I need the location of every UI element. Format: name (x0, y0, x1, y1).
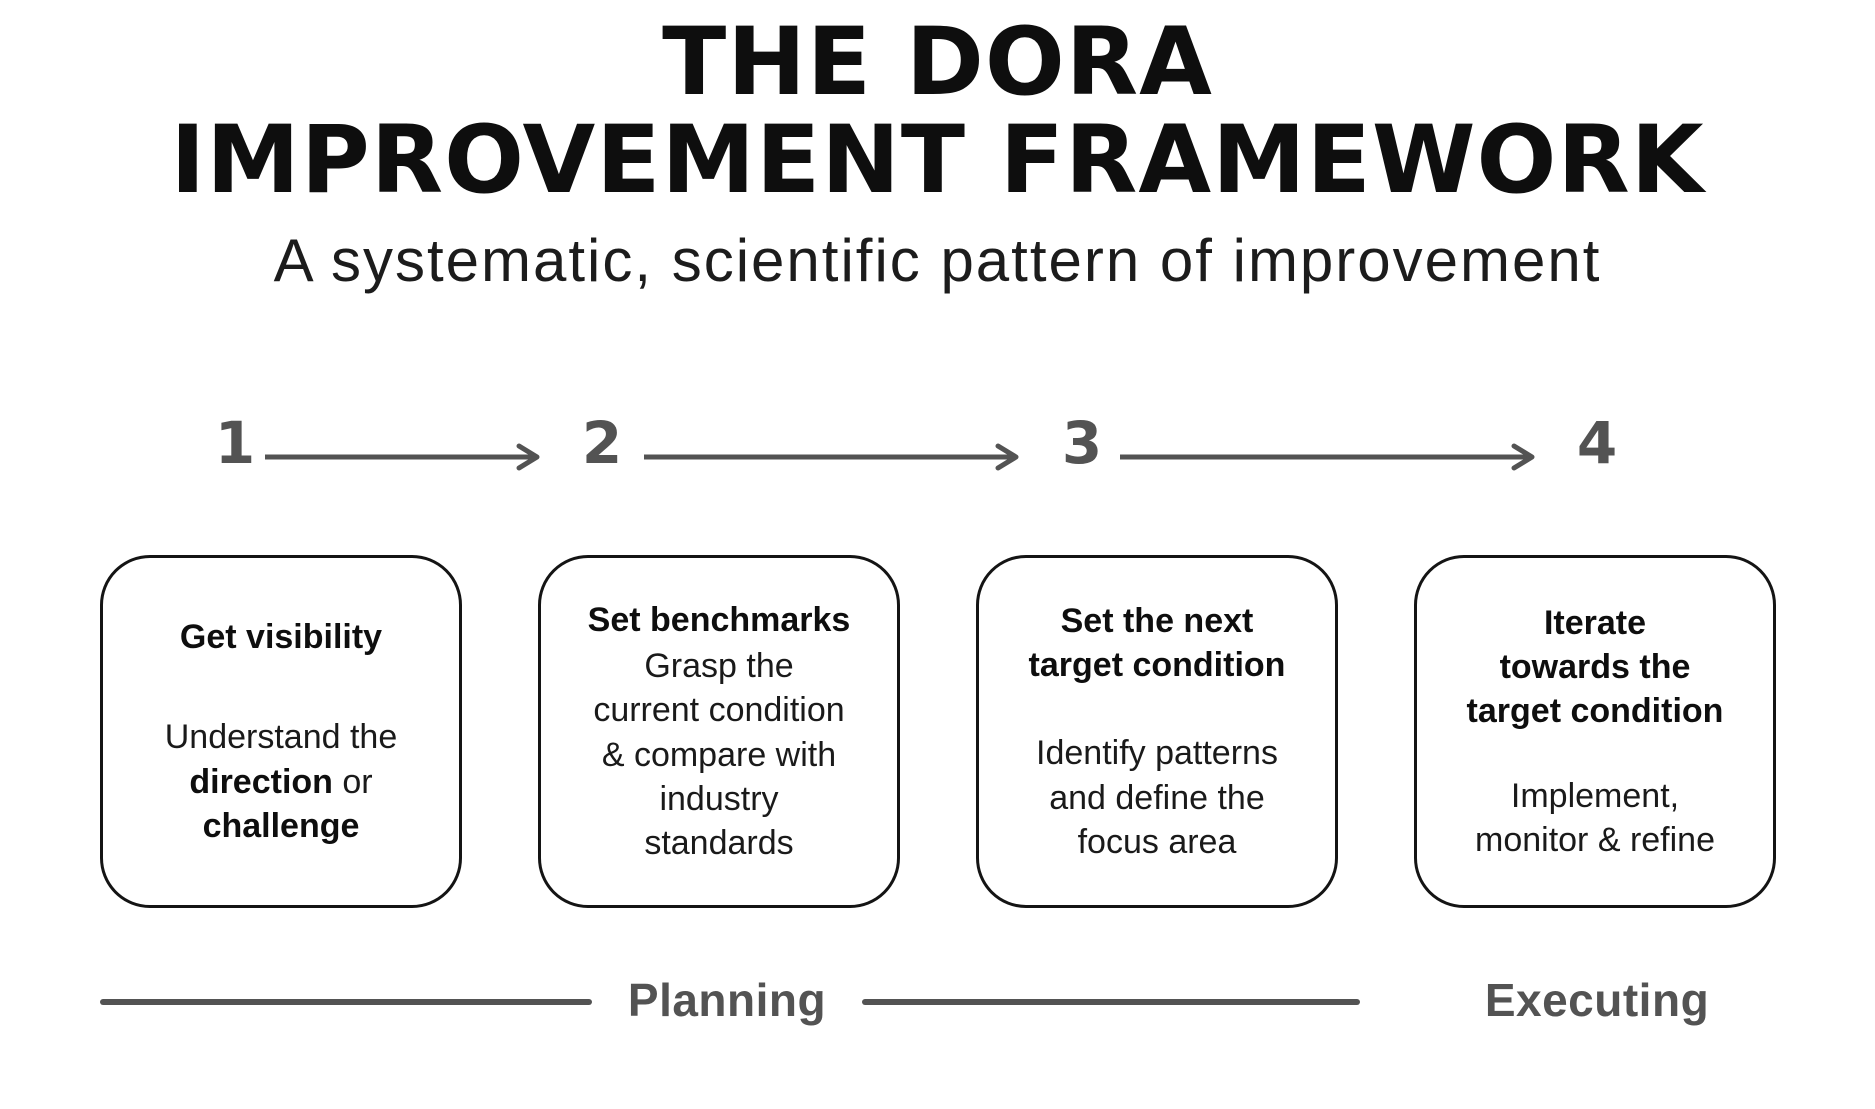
step-box-title: Get visibility (179, 618, 383, 657)
arrow-right-icon (642, 442, 1032, 472)
title-line-2: IMPROVEMENT FRAMEWORK (170, 105, 1705, 215)
planning-line-right (862, 999, 1360, 1005)
page-subtitle: A systematic, scientific pattern of impr… (273, 227, 1602, 294)
planning-line-left (100, 999, 592, 1005)
step-box-body: Implement,monitor & refine (1475, 776, 1715, 859)
title-line-1: THE DORA (662, 8, 1213, 117)
executing-label: Executing (1484, 974, 1710, 1026)
step-box-title: Set benchmarks (587, 600, 851, 639)
arrow-right-icon (263, 442, 553, 472)
page-title: THE DORA IMPROVEMENT FRAMEWORK (0, 14, 1875, 210)
planning-label: Planning (627, 974, 827, 1026)
arrow-right-icon (1118, 442, 1548, 472)
step-number-3: 3 (1061, 409, 1103, 477)
step-number-2: 2 (581, 409, 623, 477)
step-number-4: 4 (1576, 409, 1618, 477)
step-number-1: 1 (214, 409, 256, 477)
